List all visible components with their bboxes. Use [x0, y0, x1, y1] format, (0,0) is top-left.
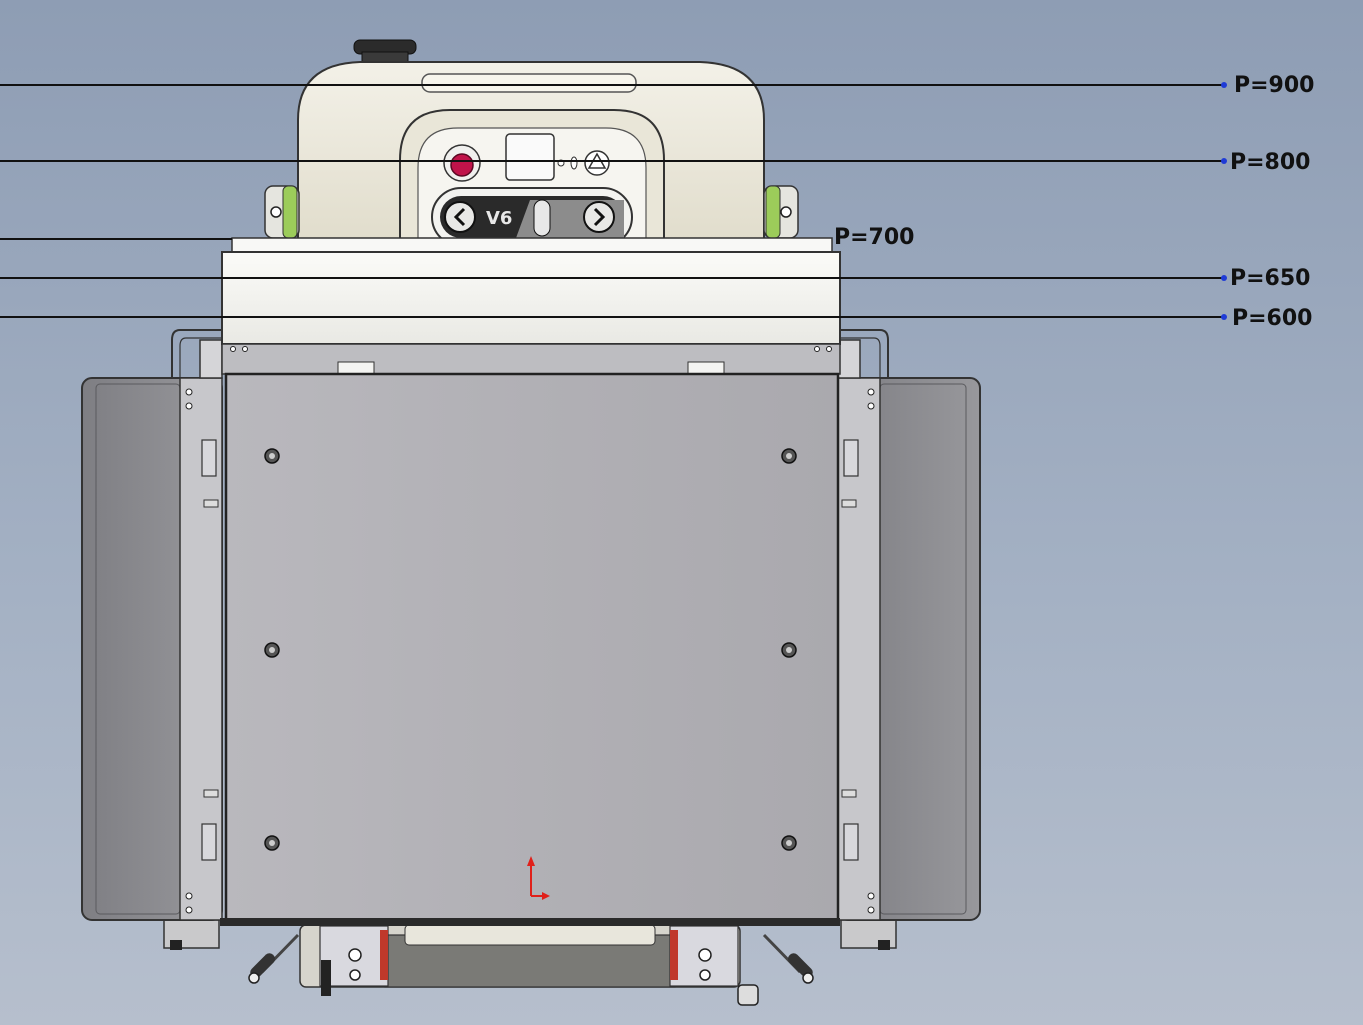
level-label-800: P=800	[1230, 150, 1310, 175]
display-screen	[505, 133, 555, 181]
warning-triangle-icon	[584, 150, 610, 176]
chevron-right-icon	[583, 201, 615, 233]
front-panel	[220, 372, 840, 926]
right-side-panel	[837, 377, 981, 921]
model-badge: V6	[486, 208, 512, 229]
level-endpoint-800	[1221, 158, 1227, 164]
left-side-panel	[81, 377, 223, 921]
control-panel: V6	[431, 133, 633, 247]
side-rails	[171, 329, 889, 379]
chevron-left-icon	[444, 201, 476, 233]
level-endpoint-600	[1221, 314, 1227, 320]
level-label-700: P=700	[834, 225, 914, 250]
panel-screws	[264, 448, 797, 851]
emergency-stop-icon	[443, 144, 481, 182]
level-label-600: P=600	[1232, 306, 1312, 331]
right-lever	[762, 933, 814, 984]
level-label-900: P=900	[1234, 73, 1314, 98]
level-endpoint-900	[1221, 82, 1227, 88]
level-label-650: P=650	[1230, 266, 1310, 291]
undercarriage	[163, 919, 897, 1006]
coordinate-axis-icon	[527, 856, 550, 900]
top-band	[221, 237, 841, 377]
level-endpoint-650	[1221, 275, 1227, 281]
left-lever	[248, 933, 300, 984]
